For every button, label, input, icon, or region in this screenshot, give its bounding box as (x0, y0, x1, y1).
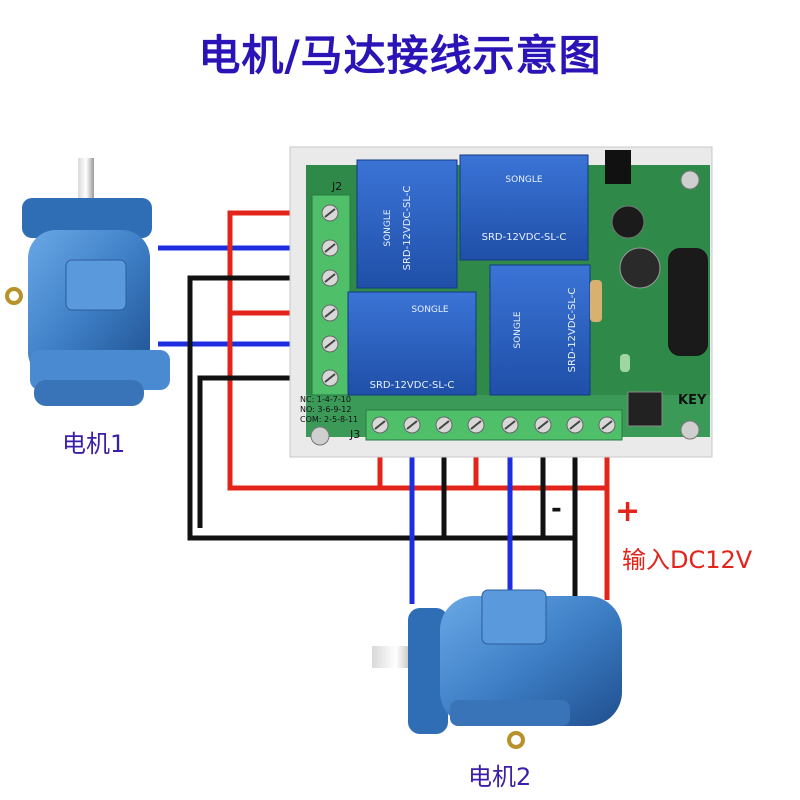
j3-terminal-screw (534, 416, 552, 434)
j2-terminal-screw (321, 269, 339, 287)
key-label: KEY (678, 393, 707, 408)
motor1-fan-cover (34, 380, 144, 406)
relay-bottom-left: SRD-12VDC-SL-C SONGLE (347, 291, 477, 396)
power-input-label: 输入DC12V (622, 546, 753, 574)
motor-1-label: 电机1 (62, 430, 126, 458)
power-plus-sign: + (615, 494, 641, 529)
relay-model-text: SRD-12VDC-SL-C (402, 186, 413, 271)
j2-terminal-screw (321, 335, 339, 353)
motor1-flange (22, 198, 152, 238)
jumper-header (605, 150, 631, 184)
terminal-block-j2 (311, 194, 351, 396)
motor-1 (5, 158, 170, 406)
red-wire-left-frame (227, 210, 610, 491)
relay-brand-text: SONGLE (411, 305, 449, 315)
j2-screws (321, 204, 339, 387)
motor2-flange (408, 608, 448, 734)
motor2-terminal-box (481, 589, 547, 645)
motor-2 (372, 589, 622, 749)
mounting-hole-top-right (680, 170, 700, 190)
relay-brand-text: SONGLE (383, 209, 393, 247)
motor2-base (450, 700, 570, 726)
relay-bottom-right: SRD-12VDC-SL-C SONGLE (489, 264, 591, 396)
relay-brand-text: SONGLE (513, 311, 523, 349)
connector-j2-label: J2 (331, 180, 342, 193)
mounting-hole-bottom-left (310, 426, 330, 446)
j3-terminal-screw (598, 416, 616, 434)
capacitor-small (611, 205, 645, 239)
relay-model-text: SRD-12VDC-SL-C (482, 232, 567, 243)
j3-screws (371, 416, 616, 434)
connector-j3-label: J3 (349, 428, 360, 441)
relay-board: SRD-12VDC-SL-C SONGLE SRD-12VDC-SL-C SON… (289, 146, 713, 458)
j3-terminal-screw (467, 416, 485, 434)
learn-key-button (627, 391, 663, 427)
resistor (590, 280, 602, 322)
j3-terminal-screw (403, 416, 421, 434)
j3-terminal-screw (566, 416, 584, 434)
relay-model-text: SRD-12VDC-SL-C (567, 288, 578, 373)
j2-terminal-screw (321, 304, 339, 322)
relay-top-left: SRD-12VDC-SL-C SONGLE (356, 159, 458, 289)
relay-model-text: SRD-12VDC-SL-C (370, 380, 455, 391)
led (620, 354, 630, 372)
j3-terminal-screw (371, 416, 389, 434)
mounting-hole-bottom-right (680, 420, 700, 440)
power-minus-sign: - (551, 494, 562, 524)
relay-top-right: SRD-12VDC-SL-C SONGLE (459, 154, 589, 261)
capacitor-large (619, 247, 661, 289)
j3-terminal-screw (435, 416, 453, 434)
pin-legend-com: COM: 2-5-8-11 (300, 415, 358, 424)
j2-terminal-screw (321, 204, 339, 222)
pin-legend-nc: NC: 1-4-7-10 (300, 395, 351, 404)
j2-terminal-screw (321, 369, 339, 387)
motor1-terminal-box (65, 259, 127, 311)
diagram-title: 电机/马达接线示意图 (198, 31, 602, 80)
motor1-shaft (78, 158, 94, 206)
motor2-eye-bolt (507, 731, 525, 749)
pin-legend-no: NO: 3-6-9-12 (300, 405, 352, 414)
j2-terminal-screw (321, 239, 339, 257)
relay-brand-text: SONGLE (505, 175, 543, 185)
black-wire-outer-frame (187, 275, 578, 600)
black-wire-inner-frame (197, 375, 330, 528)
j3-terminal-screw (501, 416, 519, 434)
antenna-coil (668, 248, 708, 356)
motor1-eye-bolt (5, 287, 23, 305)
motor-2-label: 电机2 (468, 763, 532, 791)
